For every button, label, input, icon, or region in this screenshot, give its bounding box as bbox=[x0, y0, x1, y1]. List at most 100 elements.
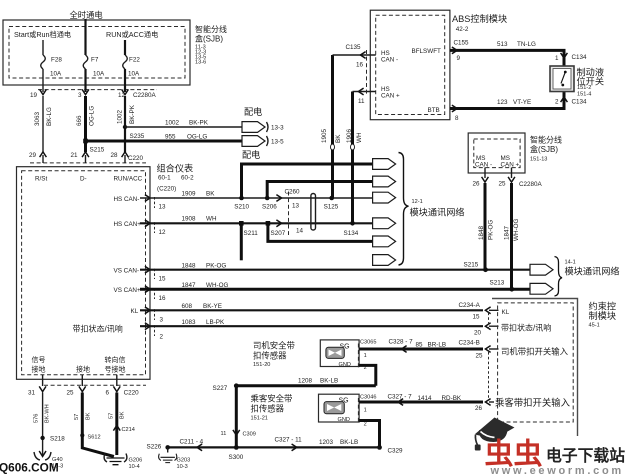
svg-text:F7: F7 bbox=[91, 57, 99, 64]
svg-text:BK-PK: BK-PK bbox=[189, 120, 209, 127]
svg-text:11-3: 11-3 bbox=[195, 45, 206, 51]
svg-text:RUN或ACC通电: RUN或ACC通电 bbox=[106, 30, 158, 39]
svg-text:16: 16 bbox=[159, 295, 167, 302]
svg-text:C214: C214 bbox=[122, 427, 135, 433]
svg-text:13: 13 bbox=[159, 204, 167, 211]
svg-text:D-: D- bbox=[80, 176, 87, 183]
svg-text:1083: 1083 bbox=[182, 319, 197, 326]
svg-text:25: 25 bbox=[499, 181, 507, 188]
svg-text:PK-OG: PK-OG bbox=[206, 262, 226, 269]
svg-text:10A: 10A bbox=[128, 71, 140, 78]
svg-text:S612: S612 bbox=[88, 435, 101, 441]
svg-text:151-13: 151-13 bbox=[530, 157, 547, 163]
svg-text:S215: S215 bbox=[464, 262, 479, 269]
svg-text:S211: S211 bbox=[244, 230, 259, 237]
svg-text:10A: 10A bbox=[50, 71, 62, 78]
svg-text:LB-PK: LB-PK bbox=[206, 319, 225, 326]
svg-text:C329: C329 bbox=[388, 448, 404, 455]
svg-text:13: 13 bbox=[292, 203, 300, 210]
svg-text:13-5: 13-5 bbox=[271, 139, 284, 146]
svg-text:955: 955 bbox=[165, 134, 176, 141]
svg-text:19: 19 bbox=[30, 92, 38, 99]
svg-text:1208: 1208 bbox=[298, 378, 313, 385]
svg-text:KL: KL bbox=[502, 309, 510, 316]
svg-text:CAN -: CAN - bbox=[475, 162, 492, 169]
svg-text:6: 6 bbox=[106, 390, 110, 397]
svg-text:2: 2 bbox=[364, 422, 367, 428]
svg-text:G206: G206 bbox=[129, 458, 143, 464]
svg-text:接地: 接地 bbox=[32, 365, 46, 374]
svg-text:10A: 10A bbox=[93, 71, 105, 78]
svg-text:85: 85 bbox=[416, 342, 424, 349]
svg-text:1: 1 bbox=[364, 353, 367, 359]
svg-text:1414: 1414 bbox=[418, 395, 433, 402]
svg-text:OG-LG: OG-LG bbox=[89, 106, 96, 126]
svg-text:1908: 1908 bbox=[182, 216, 197, 223]
svg-text:虫虫: 虫虫 bbox=[485, 437, 543, 470]
svg-text:11: 11 bbox=[221, 431, 227, 437]
svg-text:14-1: 14-1 bbox=[565, 260, 576, 266]
svg-text:智能分线: 智能分线 bbox=[195, 24, 227, 34]
svg-text:14: 14 bbox=[296, 228, 304, 235]
svg-text:C134: C134 bbox=[572, 54, 588, 61]
svg-text:BK-WH: BK-WH bbox=[45, 404, 51, 423]
svg-text:BFLSWFT: BFLSWFT bbox=[412, 48, 442, 55]
svg-text:C2280A: C2280A bbox=[519, 181, 543, 188]
svg-text:R/St: R/St bbox=[35, 176, 47, 183]
svg-text:CAN +: CAN + bbox=[501, 162, 520, 169]
svg-text:盒(SJB): 盒(SJB) bbox=[195, 34, 223, 44]
svg-text:1203: 1203 bbox=[319, 439, 334, 446]
svg-text:S227: S227 bbox=[213, 385, 228, 392]
svg-text:BK: BK bbox=[120, 411, 126, 419]
svg-text:智能分线: 智能分线 bbox=[530, 135, 562, 145]
svg-text:3063: 3063 bbox=[34, 111, 41, 126]
svg-text:C2280A: C2280A bbox=[133, 92, 157, 99]
svg-text:C234-B: C234-B bbox=[459, 339, 480, 346]
svg-text:1002: 1002 bbox=[165, 120, 180, 127]
svg-text:60-1: 60-1 bbox=[158, 175, 171, 182]
svg-text:C327 - 11: C327 - 11 bbox=[275, 437, 303, 444]
svg-text:C3065: C3065 bbox=[360, 340, 376, 346]
svg-text:12: 12 bbox=[118, 92, 126, 99]
svg-text:号接地: 号接地 bbox=[105, 365, 126, 374]
svg-text:乘客安全带: 乘客安全带 bbox=[251, 394, 293, 404]
svg-text:1905: 1905 bbox=[321, 128, 328, 143]
svg-text:G203: G203 bbox=[177, 458, 191, 464]
svg-text:C135: C135 bbox=[346, 44, 362, 51]
svg-text:WH: WH bbox=[206, 216, 217, 223]
svg-text:13-3: 13-3 bbox=[271, 125, 284, 132]
svg-text:C134: C134 bbox=[572, 99, 588, 106]
svg-text:Q606.COM: Q606.COM bbox=[0, 461, 59, 475]
svg-text:31: 31 bbox=[28, 390, 36, 397]
svg-text:12-3: 12-3 bbox=[195, 50, 206, 56]
svg-text:1: 1 bbox=[364, 408, 367, 414]
svg-text:151-21: 151-21 bbox=[251, 416, 268, 422]
svg-text:BK: BK bbox=[206, 191, 215, 198]
svg-text:RUN/ACC: RUN/ACC bbox=[114, 176, 143, 183]
svg-text:C220: C220 bbox=[124, 390, 140, 397]
svg-text:26: 26 bbox=[475, 405, 483, 412]
svg-text:BK-YE: BK-YE bbox=[203, 303, 222, 310]
svg-text:10-4: 10-4 bbox=[129, 464, 140, 470]
svg-text:TN-LG: TN-LG bbox=[517, 41, 536, 48]
svg-text:GND: GND bbox=[338, 417, 350, 423]
svg-text:Start或Run档通电: Start或Run档通电 bbox=[14, 30, 71, 39]
svg-text:C3046: C3046 bbox=[360, 395, 376, 401]
svg-text:C328 - 7: C328 - 7 bbox=[389, 339, 414, 346]
svg-text:接地: 接地 bbox=[76, 365, 90, 374]
svg-text:BK: BK bbox=[335, 134, 342, 143]
svg-text:CAN +: CAN + bbox=[381, 93, 400, 100]
svg-text:CAN -: CAN - bbox=[381, 57, 398, 64]
svg-text:C234-A: C234-A bbox=[459, 302, 481, 309]
svg-text:SG: SG bbox=[340, 344, 350, 351]
svg-text:位开关: 位开关 bbox=[577, 76, 605, 87]
svg-text:151-2: 151-2 bbox=[577, 85, 591, 91]
svg-text:BK-LG: BK-LG bbox=[46, 107, 53, 126]
svg-text:RD-BK: RD-BK bbox=[442, 395, 462, 402]
svg-text:S300: S300 bbox=[229, 454, 244, 461]
svg-text:60-2: 60-2 bbox=[181, 175, 194, 182]
svg-text:S218: S218 bbox=[50, 436, 65, 443]
svg-text:信号: 信号 bbox=[32, 355, 46, 364]
svg-text:BR-LB: BR-LB bbox=[428, 342, 447, 349]
svg-text:S125: S125 bbox=[324, 204, 339, 211]
